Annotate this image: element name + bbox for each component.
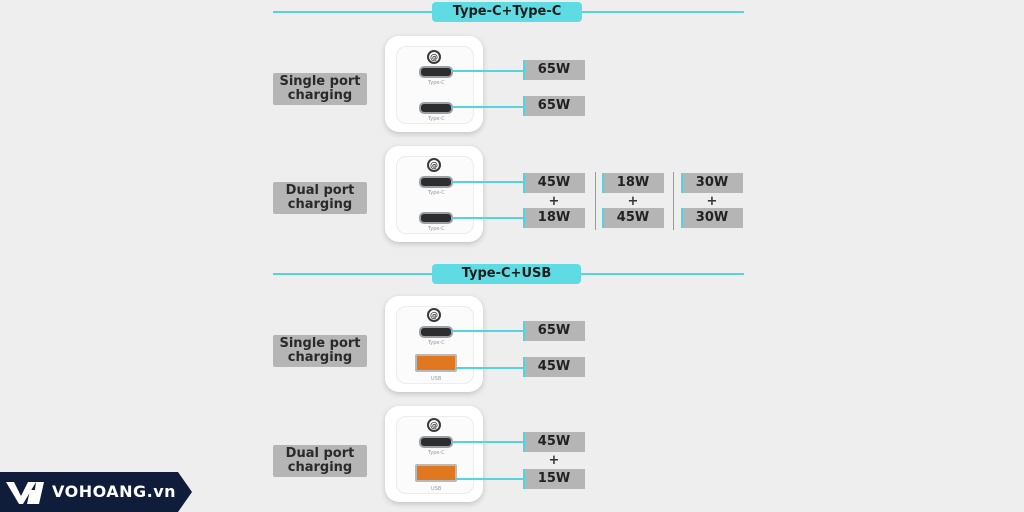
watt-box: 45W xyxy=(602,208,664,228)
vh-logo-icon xyxy=(6,482,44,504)
usb-port-icon xyxy=(415,464,457,482)
section-title: Type-C+Type-C xyxy=(432,2,582,22)
brand-logo-icon: @ xyxy=(427,158,441,172)
watt-box: 18W xyxy=(523,208,585,228)
mode-label: Dual port charging xyxy=(273,445,367,477)
option-separator xyxy=(595,172,596,230)
plus-sign: + xyxy=(548,194,560,209)
port-label: Type-C xyxy=(428,450,445,456)
type-c-port-icon xyxy=(419,212,453,224)
section-divider-left xyxy=(273,273,433,275)
watt-box: 65W xyxy=(523,321,585,341)
mode-label: Dual port charging xyxy=(273,182,367,214)
connector-line xyxy=(451,106,524,108)
brand-name: VOHOANG.vn xyxy=(52,482,177,501)
charger-illustration: @ Type-C Type-C xyxy=(385,146,483,242)
port-label: Type-C xyxy=(428,340,445,346)
section-divider-right xyxy=(581,273,744,275)
connector-line xyxy=(455,478,524,480)
type-c-port-icon xyxy=(419,176,453,188)
section-divider-right xyxy=(582,11,744,13)
port-label: Type-C xyxy=(428,190,445,196)
watt-box: 30W xyxy=(681,208,743,228)
watt-box: 65W xyxy=(523,60,585,80)
watt-box: 18W xyxy=(602,173,664,193)
port-label: Type-C xyxy=(428,80,445,86)
charger-illustration: @ Type-C USB xyxy=(385,406,483,502)
port-label: Type-C xyxy=(428,116,445,122)
type-c-port-icon xyxy=(419,66,453,78)
plus-sign: + xyxy=(706,194,718,209)
port-label: USB xyxy=(431,376,442,382)
watt-box: 15W xyxy=(523,469,585,489)
type-c-port-icon xyxy=(419,436,453,448)
watt-box: 45W xyxy=(523,357,585,377)
connector-line xyxy=(451,330,524,332)
connector-line xyxy=(451,217,524,219)
connector-line xyxy=(455,367,524,369)
connector-line xyxy=(451,441,524,443)
watt-box: 45W xyxy=(523,432,585,452)
brand-logo-icon: @ xyxy=(427,418,441,432)
mode-label: Single port charging xyxy=(273,335,367,367)
charger-illustration: @ Type-C Type-C xyxy=(385,36,483,132)
charger-illustration: @ Type-C USB xyxy=(385,296,483,392)
plus-sign: + xyxy=(548,453,560,468)
type-c-port-icon xyxy=(419,326,453,338)
watt-box: 30W xyxy=(681,173,743,193)
section-title: Type-C+USB xyxy=(432,264,581,284)
connector-line xyxy=(451,70,524,72)
connector-line xyxy=(451,181,524,183)
watt-box: 65W xyxy=(523,96,585,116)
section-divider-left xyxy=(273,11,433,13)
plus-sign: + xyxy=(627,194,639,209)
mode-label: Single port charging xyxy=(273,73,367,105)
brand-logo-icon: @ xyxy=(427,308,441,322)
port-label: Type-C xyxy=(428,226,445,232)
brand-logo-icon: @ xyxy=(427,50,441,64)
usb-port-icon xyxy=(415,354,457,372)
port-label: USB xyxy=(431,486,442,492)
watt-box: 45W xyxy=(523,173,585,193)
option-separator xyxy=(673,172,674,230)
type-c-port-icon xyxy=(419,102,453,114)
brand-banner: VOHOANG.vn xyxy=(0,472,192,512)
